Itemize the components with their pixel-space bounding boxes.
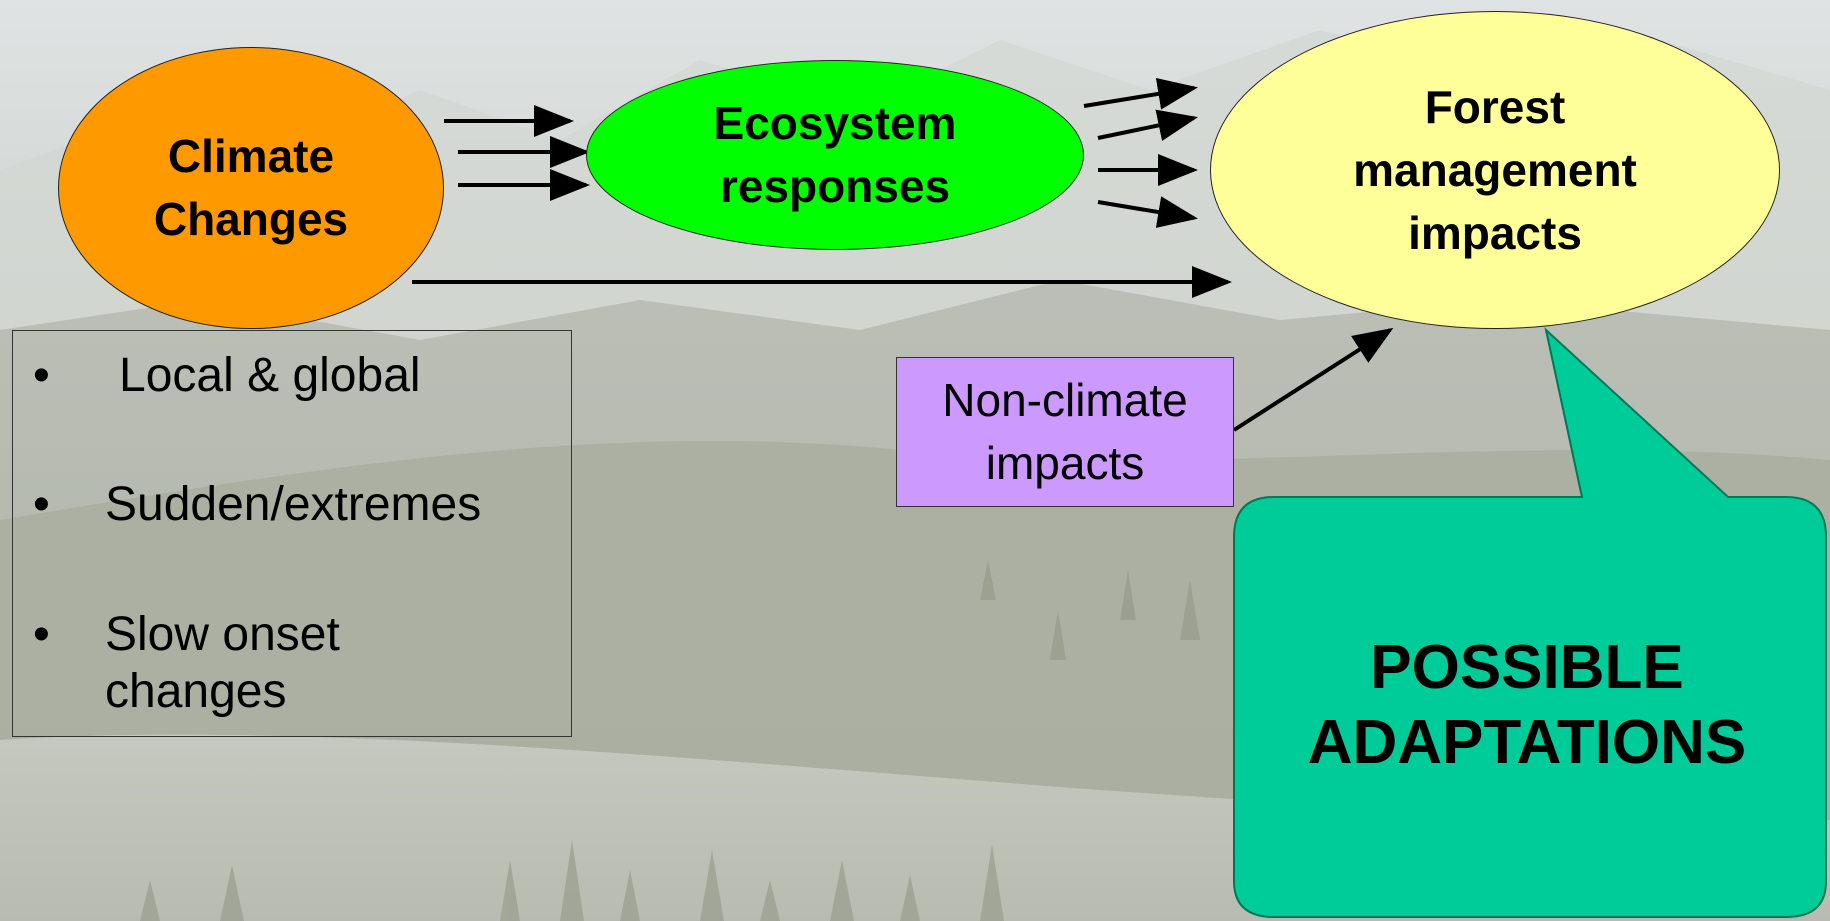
bullet-icon: •: [33, 608, 50, 661]
climate-factor-text: Local & global: [119, 349, 421, 402]
arrow-ecosystem-to-forest: [1097, 196, 1198, 228]
bullet-icon: •: [33, 349, 50, 402]
possible-adaptations-label: POSSIBLE ADAPTATIONS: [1234, 630, 1820, 780]
nonclimate-line-2: impacts: [985, 437, 1145, 489]
arrow-ecosystem-to-forest: [1083, 78, 1198, 110]
forest-management-impacts-node: Forest management impacts: [1210, 11, 1780, 329]
arrow-ecosystem-to-forest: [1097, 109, 1198, 142]
non-climate-impacts-box: Non-climate impacts: [896, 357, 1234, 507]
forest-line-2: management: [1353, 143, 1637, 196]
ecosystem-line-1: Ecosystem: [713, 97, 957, 149]
forest-line-1: Forest: [1424, 80, 1566, 133]
climate-line-2: Changes: [153, 193, 349, 245]
climate-factor-text: Slow onset changes: [105, 608, 340, 718]
climate-changes-node: Climate Changes: [58, 47, 444, 329]
callout-line-1: POSSIBLE: [1370, 633, 1684, 702]
climate-factor-text: Sudden/extremes: [105, 478, 482, 531]
nonclimate-line-1: Non-climate: [942, 374, 1188, 426]
callout-line-2: ADAPTATIONS: [1307, 708, 1747, 777]
climate-line-1: Climate: [167, 130, 335, 182]
arrow-nonclimate-to-forest: [1232, 327, 1394, 432]
forest-line-3: impacts: [1408, 206, 1582, 259]
ecosystem-line-2: responses: [719, 160, 951, 212]
climate-factors-box: • Local & global • Sudden/extremes • Slo…: [12, 330, 572, 737]
bullet-icon: •: [33, 478, 50, 531]
ecosystem-responses-node: Ecosystem responses: [586, 60, 1084, 250]
adaptations-callout: [1233, 327, 1827, 918]
